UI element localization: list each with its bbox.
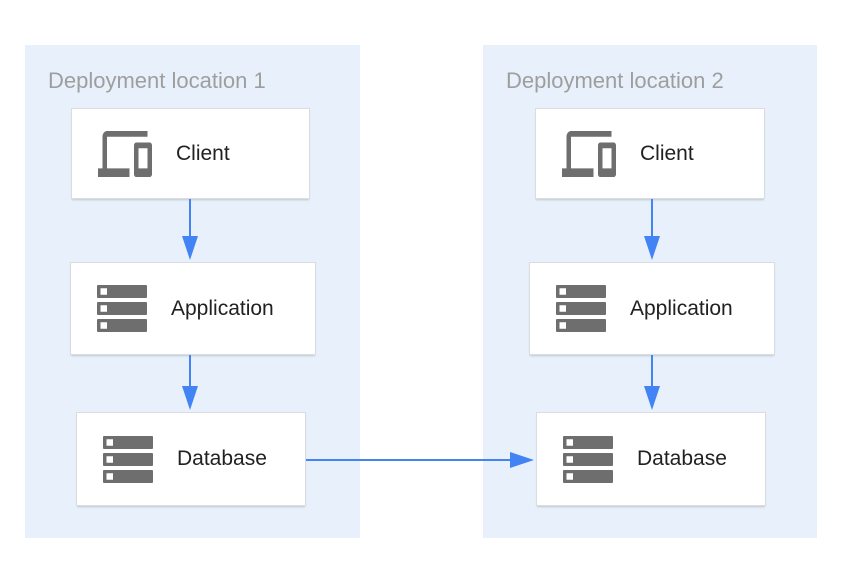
arrow-head-down-icon: [644, 236, 660, 260]
arrow-head-down-icon: [644, 386, 660, 410]
node-application-2: Application: [529, 262, 775, 355]
node-database-1: Database: [76, 412, 306, 506]
server-rack-icon: [556, 285, 606, 332]
arrow-head-right-icon: [510, 452, 534, 468]
devices-icon: [98, 130, 152, 177]
node-application-1: Application: [70, 262, 316, 355]
node-client-1: Client: [71, 108, 310, 199]
deployment-location-1-title: Deployment location 1: [48, 68, 266, 93]
server-rack-icon: [97, 285, 147, 332]
node-label: Client: [640, 141, 694, 165]
node-label: Client: [176, 141, 230, 165]
arrow-stem: [651, 199, 653, 237]
arrow-stem: [189, 355, 191, 387]
node-label: Database: [637, 447, 727, 470]
arrow-stem: [651, 355, 653, 387]
node-label: Application: [630, 296, 733, 320]
node-database-2: Database: [536, 412, 766, 506]
arrow-stem: [189, 199, 191, 237]
devices-icon: [562, 130, 616, 177]
server-rack-icon: [563, 435, 613, 483]
node-client-2: Client: [535, 108, 765, 199]
node-label: Application: [171, 296, 274, 320]
server-rack-icon: [103, 435, 153, 483]
node-label: Database: [177, 447, 267, 470]
arrow-head-down-icon: [182, 386, 198, 410]
arrow-stem: [306, 459, 511, 461]
deployment-location-2-title: Deployment location 2: [506, 68, 724, 93]
arrow-head-down-icon: [182, 236, 198, 260]
